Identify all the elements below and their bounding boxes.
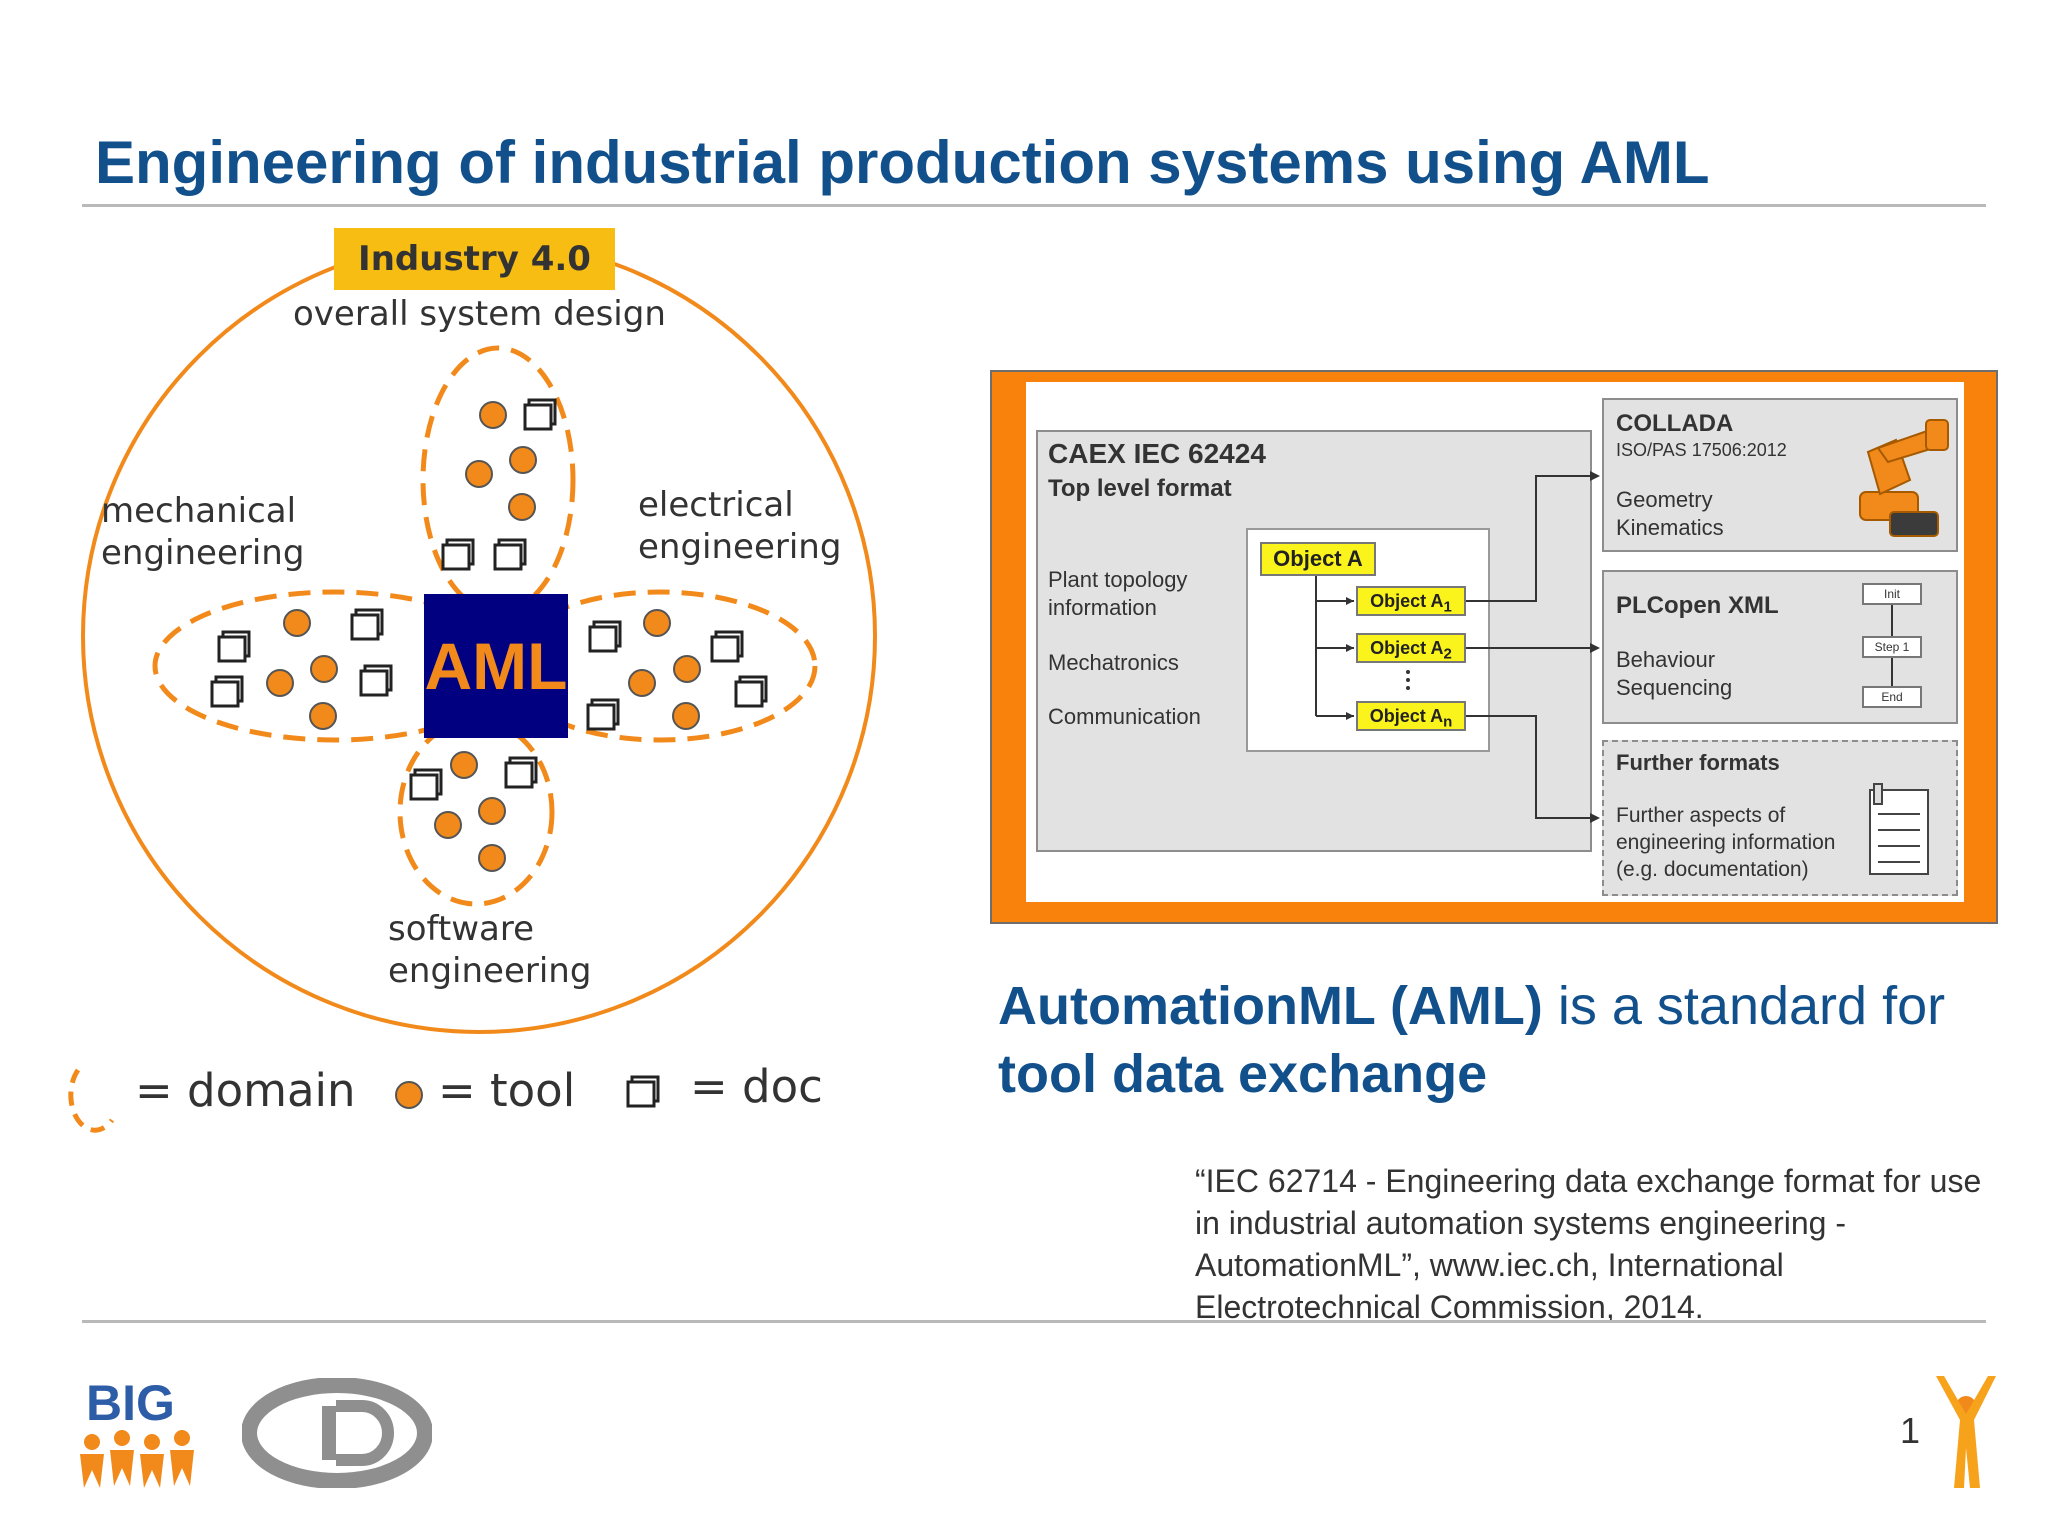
big-logo: BIG (80, 1375, 194, 1488)
domain-top (420, 345, 576, 615)
legend-doc-label: = doc (690, 1060, 823, 1113)
page-number: 1 (1900, 1410, 1921, 1451)
top-divider (82, 204, 1986, 207)
plc-step-1: Step 1 (1862, 636, 1922, 658)
caex-item-mechatronics: Mechatronics (1048, 650, 1179, 675)
person-logo-icon (1936, 1376, 1996, 1488)
aml-center-box: AML (424, 594, 568, 738)
people-icon (80, 1430, 194, 1488)
caex-item-communication: Communication (1048, 704, 1201, 729)
big-logo-text: BIG (86, 1375, 175, 1431)
collada-line-geometry: Geometry (1616, 487, 1713, 512)
standard-rest: is a standard for (1542, 976, 1946, 1036)
object-a1-label: Object A (1370, 591, 1444, 611)
standard-line2-text: tool data exchange (998, 1044, 1488, 1104)
robot-arm-icon (1859, 419, 1949, 537)
software-label: software engineering (388, 908, 591, 992)
plcopen-lines: Behaviour Sequencing (1616, 646, 1732, 702)
tool-legend-icon (395, 1081, 423, 1109)
mechanical-label-line2: engineering (101, 533, 305, 573)
domain-right (502, 589, 818, 743)
tool-dots (266, 401, 701, 872)
standard-statement: AutomationML (AML) is a standard for too… (998, 972, 1945, 1108)
standard-line2: tool data exchange (998, 1040, 1945, 1108)
caex-title: CAEX IEC 62424 (1048, 438, 1266, 469)
mechanical-label: mechanical engineering (101, 490, 304, 574)
object-a2-sub: 2 (1443, 645, 1452, 663)
object-a2-label: Object A (1370, 638, 1444, 658)
further-line-1: Further aspects of (1616, 804, 1786, 827)
further-formats-lines: Further aspects of engineering informati… (1616, 802, 1835, 883)
plcopen-line-sequencing: Sequencing (1616, 675, 1733, 700)
plc-step-end: End (1862, 686, 1922, 708)
caex-item-plant-line2: information (1048, 595, 1157, 620)
software-label-line1: software (388, 909, 535, 949)
plc-step-init: Init (1862, 583, 1922, 605)
citation-text: “IEC 62714 - Engineering data exchange f… (1195, 1163, 1982, 1325)
cd-logo (242, 1378, 432, 1488)
object-an-label: Object A (1369, 706, 1444, 726)
electrical-label-line1: electrical (638, 485, 794, 525)
collada-line-kinematics: Kinematics (1616, 515, 1724, 540)
page-title: Engineering of industrial production sys… (95, 129, 1710, 196)
industry-badge: Industry 4.0 (334, 228, 615, 290)
overall-system-label: overall system design (293, 294, 666, 334)
software-label-line2: engineering (388, 951, 592, 991)
object-a1-sub: 1 (1443, 598, 1452, 616)
caex-item-plant-line1: Plant topology (1048, 567, 1188, 592)
further-line-2: engineering information (1616, 831, 1836, 854)
plcopen-title: PLCopen XML (1616, 592, 1779, 619)
document-icon (1869, 783, 1929, 875)
bottom-divider (82, 1320, 1986, 1323)
domain-bottom (397, 717, 555, 907)
object-a2-box: Object A2 (1356, 633, 1466, 663)
mechanical-label-line1: mechanical (101, 491, 297, 531)
object-an-sub: n (1443, 713, 1453, 731)
further-line-3: (e.g. documentation) (1616, 858, 1809, 881)
caex-item-plant: Plant topology information (1048, 566, 1187, 622)
object-an-box: Object An (1356, 701, 1466, 731)
plcopen-line-behaviour: Behaviour (1616, 647, 1716, 672)
object-a-box: Object A (1260, 542, 1376, 576)
object-a1-box: Object A1 (1356, 586, 1466, 616)
legend-tool-label: = tool (438, 1064, 576, 1117)
legend-domain-label: = domain (135, 1064, 356, 1117)
collada-subtitle: ISO/PAS 17506:2012 (1616, 440, 1787, 460)
collada-title: COLLADA (1616, 410, 1734, 437)
collada-lines: Geometry Kinematics (1616, 486, 1724, 542)
further-formats-title: Further formats (1616, 750, 1780, 775)
standard-line1: AutomationML (AML) is a standard for (998, 972, 1945, 1040)
standard-strong: AutomationML (AML) (998, 976, 1543, 1036)
caex-subtitle: Top level format (1048, 475, 1232, 502)
electrical-label: electrical engineering (638, 484, 841, 568)
electrical-label-line2: engineering (638, 527, 842, 567)
domain-legend-icon (68, 1068, 115, 1133)
